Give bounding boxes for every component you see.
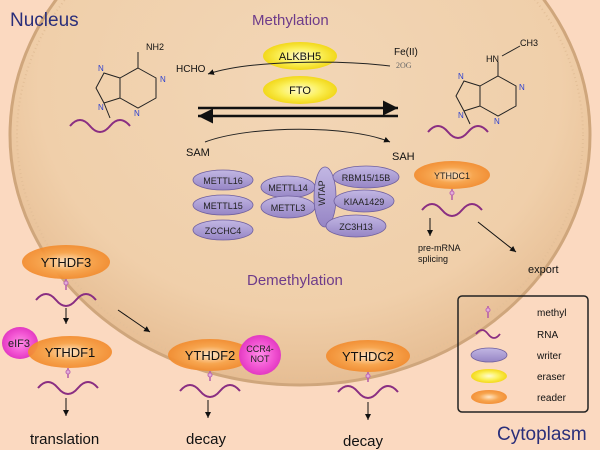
reader-ythdf2-label: YTHDF2 [185, 348, 236, 363]
legend-reader-icon [471, 390, 507, 404]
reader-ythdf2: YTHDF2 [168, 339, 252, 371]
eraser-alkbh5-label: ALKBH5 [279, 51, 321, 63]
legend-box [457, 295, 589, 413]
writer-wtap: WTAP [313, 166, 337, 228]
translation-label: translation [30, 431, 99, 448]
writer-wtap-label: WTAP [317, 180, 327, 205]
writer-mettl3-label: METTL3 [271, 203, 306, 213]
writer-zc3h13-label: ZC3H13 [339, 222, 373, 232]
adenine-n1: N [160, 75, 166, 84]
cytoplasm-label: Cytoplasm [497, 424, 587, 445]
export-label: export [528, 264, 559, 276]
methylation-label: Methylation [252, 12, 329, 29]
adenine-n9: N [98, 103, 104, 112]
reader-ythdf1-label: YTHDF1 [45, 345, 96, 360]
methyl-dot-ythdc2 [365, 373, 371, 379]
methyl-dot-ythdf2 [207, 372, 213, 378]
legend-writer-label: writer [536, 351, 562, 362]
rna-ythdf3 [35, 293, 97, 307]
legend-eraser-label: eraser [537, 372, 566, 383]
m6a-ch3: CH3 [520, 38, 538, 48]
legend-writer-icon [470, 347, 508, 363]
writer-mettl14-label: METTL14 [268, 183, 308, 193]
reader-ythdf3-label: YTHDF3 [41, 255, 92, 270]
splicing-label-line2: splicing [418, 254, 448, 264]
nucleus-label: Nucleus [10, 10, 79, 31]
writer-mettl15-label: METTL15 [203, 201, 243, 211]
export-arrow [477, 221, 517, 253]
partner-eif3-label: eIF3 [8, 338, 30, 350]
adenine-nh2: NH2 [146, 42, 164, 52]
m6a-n9: N [458, 111, 464, 120]
fe-label: Fe(II) [394, 47, 418, 58]
eraser-fto: FTO [263, 76, 337, 104]
partner-ccr4-label: CCR4-NOT [246, 344, 274, 364]
legend-reader-label: reader [537, 393, 567, 404]
m6a-n1: N [519, 83, 525, 92]
writer-kiaa1429: KIAA1429 [333, 189, 395, 213]
rna-ythdc2 [337, 385, 399, 399]
splicing-label-line1: pre-mRNA [418, 243, 461, 253]
methyl-dot-ythdc1 [449, 190, 455, 196]
ccr4-line2: NOT [251, 354, 271, 364]
decay-label-1: decay [186, 431, 227, 448]
hcho-label: HCHO [176, 64, 206, 75]
writer-mettl14: METTL14 [260, 175, 316, 199]
ccr4-line1: CCR4- [246, 344, 274, 354]
demethylation-label: Demethylation [247, 272, 343, 289]
sam-label: SAM [186, 147, 210, 159]
rna-right [427, 125, 489, 139]
demethylation-arc [207, 61, 391, 75]
eraser-alkbh5: ALKBH5 [263, 42, 337, 70]
methyl-dot-ythdf3 [63, 280, 69, 286]
writer-mettl3: METTL3 [260, 195, 316, 219]
rna-ythdf1 [37, 381, 99, 395]
legend-methyl-label: methyl [537, 308, 566, 319]
legend-eraser-icon [471, 369, 507, 383]
methylation-arc [204, 128, 391, 143]
reader-ythdf1: YTHDF1 [28, 336, 112, 368]
legend-rna-icon [475, 329, 501, 339]
reader-ythdc2: YTHDC2 [326, 340, 410, 372]
legend-methyl-dot [485, 307, 491, 313]
decay-label-2: decay [343, 433, 384, 450]
adenine-n3: N [134, 109, 140, 118]
adenine-n7: N [98, 64, 104, 73]
writer-mettl16: METTL16 [192, 169, 254, 191]
legend: methyl RNA writer eraser reader [457, 295, 589, 413]
reader-ythdc1: YTHDC1 [414, 161, 490, 189]
reader-ythdc1-label: YTHDC1 [434, 171, 470, 181]
adenine-molecule [95, 52, 157, 119]
writer-rbm15: RBM15/15B [332, 165, 400, 189]
writer-zcchc4: ZCCHC4 [192, 219, 254, 241]
m6a-n7: N [458, 72, 464, 81]
legend-rna-label: RNA [537, 330, 558, 341]
eraser-fto-label: FTO [289, 85, 311, 97]
m6a-hn: HN [486, 54, 499, 64]
og-label: 2OG [396, 61, 412, 70]
writer-rbm15-label: RBM15/15B [342, 173, 391, 183]
writer-kiaa1429-label: KIAA1429 [344, 197, 385, 207]
ythdf3-to-ythdf2-arrow [117, 309, 151, 333]
m6a-molecule [455, 45, 521, 125]
sah-label: SAH [392, 151, 415, 163]
rna-left [69, 119, 131, 133]
nucleus-pores [16, 0, 584, 379]
writer-zc3h13: ZC3H13 [325, 214, 387, 238]
rna-ythdf2 [179, 384, 241, 398]
reader-ythdf3: YTHDF3 [22, 245, 110, 279]
methyl-dot-ythdf1 [65, 369, 71, 375]
rna-ythdc1 [421, 203, 483, 217]
m6a-n3: N [494, 117, 500, 126]
partner-ccr4-not: CCR4-NOT [239, 335, 281, 375]
writer-mettl16-label: METTL16 [203, 176, 243, 186]
reader-ythdc2-label: YTHDC2 [342, 349, 394, 364]
writer-zcchc4-label: ZCCHC4 [205, 226, 242, 236]
writer-mettl15: METTL15 [192, 194, 254, 216]
